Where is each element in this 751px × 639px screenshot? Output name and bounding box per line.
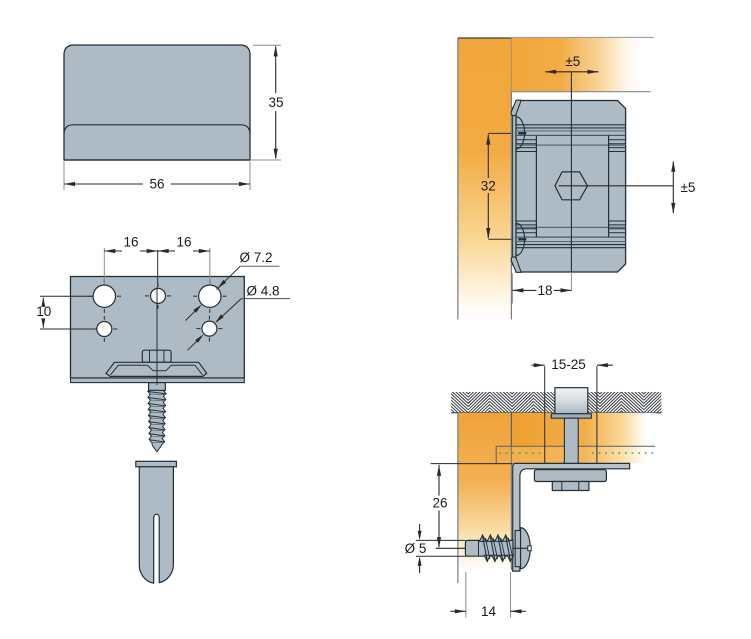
svg-text:35: 35 (268, 95, 283, 110)
svg-text:16: 16 (176, 234, 191, 249)
svg-text:Ø 4.8: Ø 4.8 (246, 283, 279, 298)
svg-text:Ø 5: Ø 5 (405, 541, 427, 556)
svg-text:±5: ±5 (565, 54, 580, 69)
svg-text:10: 10 (36, 304, 51, 319)
svg-text:±5: ±5 (681, 180, 696, 195)
svg-text:18: 18 (537, 283, 552, 298)
svg-text:26: 26 (432, 495, 447, 510)
svg-text:56: 56 (149, 177, 164, 192)
svg-text:32: 32 (481, 178, 496, 193)
svg-text:15-25: 15-25 (551, 357, 586, 372)
svg-text:Ø 7.2: Ø 7.2 (239, 250, 272, 265)
svg-text:16: 16 (123, 234, 138, 249)
svg-text:14: 14 (481, 604, 497, 619)
